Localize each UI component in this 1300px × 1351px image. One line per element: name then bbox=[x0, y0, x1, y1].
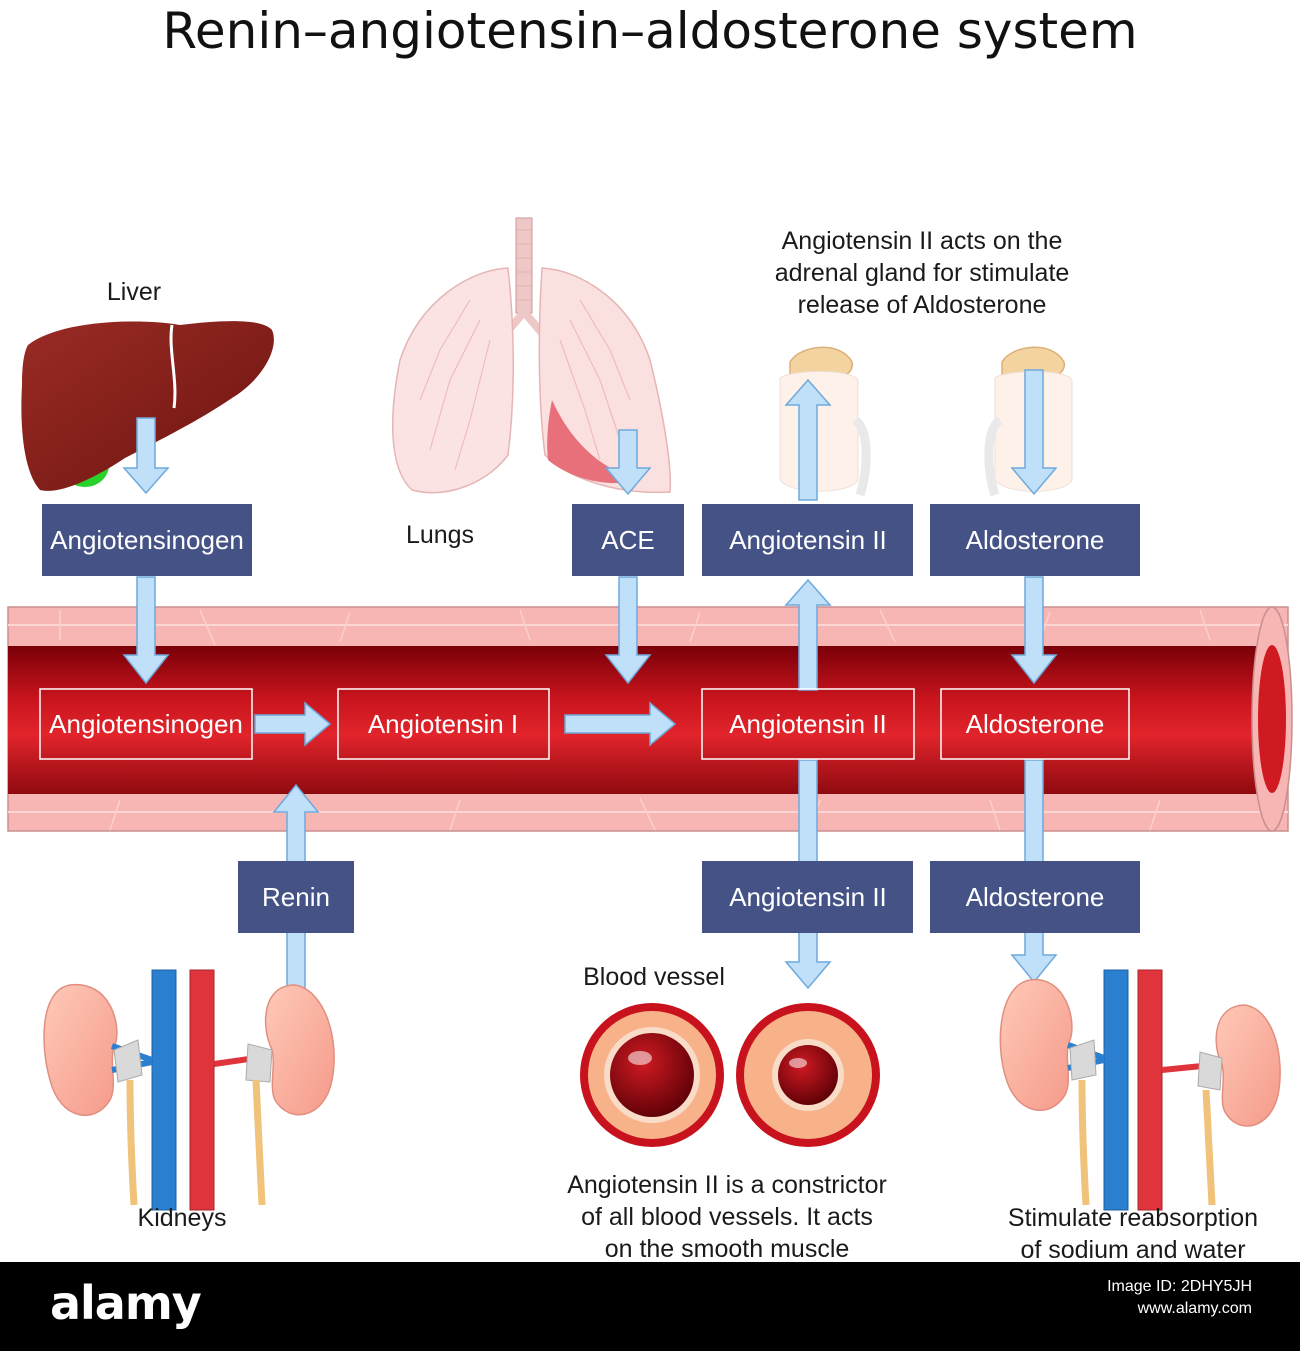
vessel-angiotensin1: Angiotensin I bbox=[337, 688, 550, 760]
box-renin-label: Renin bbox=[262, 882, 330, 912]
adrenal-note-line-1: Angiotensin II acts on the bbox=[782, 227, 1063, 255]
image-id-text: Image ID: 2DHY5JH bbox=[1107, 1278, 1252, 1295]
vessel-angiotensinogen-label: Angiotensinogen bbox=[49, 709, 243, 739]
vessel-cross-section-constricted bbox=[736, 1003, 880, 1147]
liver-label: Liver bbox=[107, 278, 161, 306]
footer-bar: alamy Image ID: 2DHY5JH www.alamy.com bbox=[0, 1262, 1300, 1351]
box-renin: Renin bbox=[238, 861, 354, 933]
box-angiotensin2-top: Angiotensin II bbox=[702, 504, 913, 576]
liver-illustration bbox=[21, 321, 274, 491]
lungs-illustration bbox=[391, 217, 672, 494]
arrow-adrenal-down bbox=[1010, 369, 1058, 496]
diagram-title: Renin–angiotensin–aldosterone system bbox=[162, 2, 1137, 60]
adrenal-note-line-2: adrenal gland for stimulate bbox=[775, 259, 1070, 287]
constrictor-note-line-1: Angiotensin II is a constrictor bbox=[567, 1171, 887, 1199]
vessel-angiotensin2-label: Angiotensin II bbox=[729, 709, 887, 739]
constrictor-note-line-3: on the smooth muscle bbox=[605, 1235, 850, 1263]
vessel-aldosterone-label: Aldosterone bbox=[966, 709, 1105, 739]
box-angiotensin2-bottom-label: Angiotensin II bbox=[729, 882, 887, 912]
vessel-angiotensinogen: Angiotensinogen bbox=[39, 688, 253, 760]
lungs-label: Lungs bbox=[406, 521, 474, 549]
arrow-to-angiotensin1 bbox=[254, 701, 332, 747]
box-aldosterone-bottom: Aldosterone bbox=[930, 861, 1140, 933]
site-url-text: www.alamy.com bbox=[1137, 1300, 1252, 1317]
image-id-block: Image ID: 2DHY5JH www.alamy.com bbox=[1107, 1276, 1252, 1320]
box-angiotensin2-bottom: Angiotensin II bbox=[702, 861, 913, 933]
vessel-angiotensin1-label: Angiotensin I bbox=[368, 709, 518, 739]
vessel-angiotensin2: Angiotensin II bbox=[701, 688, 915, 760]
brand-logo: alamy bbox=[50, 1276, 202, 1330]
box-aldosterone-top: Aldosterone bbox=[930, 504, 1140, 576]
arrow-angiotensin2-up-lower bbox=[784, 578, 832, 691]
adrenal-gland-left bbox=[779, 346, 871, 497]
box-ace-label: ACE bbox=[601, 525, 654, 555]
reabsorption-note-line-1: Stimulate reabsorption bbox=[1008, 1204, 1258, 1232]
arrow-angiotensin2-up-upper bbox=[784, 378, 832, 501]
adrenal-note-line-3: release of Aldosterone bbox=[798, 291, 1047, 319]
kidneys-illustration-right bbox=[999, 969, 1281, 1211]
kidneys-illustration-left bbox=[43, 969, 335, 1211]
box-aldosterone-bottom-label: Aldosterone bbox=[966, 882, 1105, 912]
arrow-liver-down bbox=[122, 417, 170, 495]
box-angiotensin2-top-label: Angiotensin II bbox=[729, 525, 887, 555]
reabsorption-note-line-2: of sodium and water bbox=[1020, 1236, 1245, 1264]
kidneys-label: Kidneys bbox=[138, 1204, 227, 1232]
arrow-aldosterone-down bbox=[1010, 576, 1058, 685]
arrow-to-angiotensin2 bbox=[564, 701, 677, 747]
arrow-angiotensinogen-down bbox=[122, 576, 170, 685]
box-angiotensinogen-top: Angiotensinogen bbox=[42, 504, 252, 576]
blood-vessel-label: Blood vessel bbox=[583, 963, 725, 991]
arrow-lungs-down bbox=[604, 429, 652, 496]
box-angiotensinogen-top-label: Angiotensinogen bbox=[50, 525, 244, 555]
vessel-cross-section-normal bbox=[580, 1003, 724, 1147]
constrictor-note-line-2: of all blood vessels. It acts bbox=[581, 1203, 873, 1231]
vessel-aldosterone: Aldosterone bbox=[940, 688, 1130, 760]
box-ace: ACE bbox=[572, 504, 684, 576]
arrow-ace-down bbox=[604, 576, 652, 685]
box-aldosterone-top-label: Aldosterone bbox=[966, 525, 1105, 555]
